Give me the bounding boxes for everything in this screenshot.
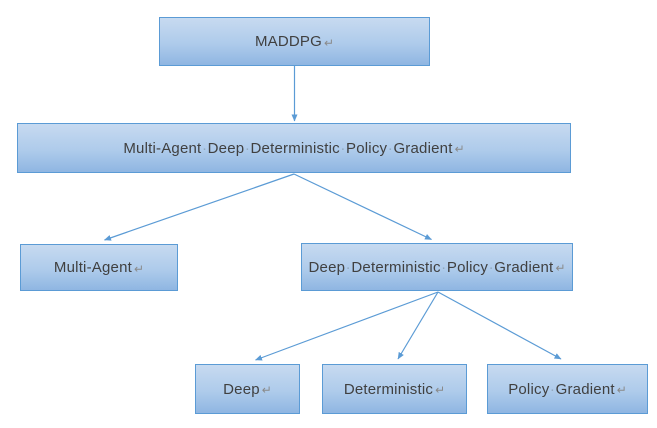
node-policy-gradient[interactable]: Policy·Gradient↵ — [487, 364, 648, 414]
space-formatting-mark: · — [244, 139, 251, 157]
paragraph-return-mark: ↵ — [435, 383, 446, 397]
paragraph-return-mark: ↵ — [134, 261, 145, 276]
space-formatting-mark: · — [345, 258, 351, 276]
space-formatting-mark: · — [488, 258, 494, 276]
node-deterministic[interactable]: Deterministic↵ — [322, 364, 467, 414]
space-formatting-mark: · — [387, 139, 393, 157]
node-deep[interactable]: Deep↵ — [195, 364, 300, 414]
arrow-fullname-to-ddpg — [293, 173, 432, 241]
paragraph-return-mark: ↵ — [261, 383, 272, 397]
node-label: Deterministic — [343, 380, 434, 398]
node-label: Deep·Deterministic·Policy·Gradient — [308, 258, 554, 276]
space-formatting-mark: · — [441, 258, 447, 276]
arrow-ddpg-to-policygradient — [437, 291, 562, 360]
node-label: Deep — [223, 380, 260, 398]
paragraph-return-mark: ↵ — [454, 142, 465, 156]
node-label: MADDPG — [254, 33, 322, 50]
space-formatting-mark: · — [340, 139, 346, 157]
paragraph-return-mark: ↵ — [616, 383, 627, 397]
node-label: Policy·Gradient — [508, 380, 615, 398]
node-ddpg[interactable]: Deep·Deterministic·Policy·Gradient↵ — [301, 243, 573, 291]
node-label: Multi-Agent·Deep·Deterministic·Policy·Gr… — [123, 139, 453, 157]
node-full-name[interactable]: Multi-Agent·Deep·Deterministic·Policy·Gr… — [17, 123, 571, 173]
paragraph-return-mark: ↵ — [323, 35, 335, 50]
space-formatting-mark: · — [201, 139, 208, 157]
arrow-ddpg-to-deep — [255, 291, 439, 361]
arrow-fullname-to-multiagent — [104, 173, 295, 241]
node-label: Multi-Agent — [53, 259, 132, 276]
space-formatting-mark: · — [549, 380, 556, 398]
paragraph-return-mark: ↵ — [555, 261, 566, 275]
arrow-ddpg-to-deterministic — [397, 291, 439, 360]
node-maddpg[interactable]: MADDPG↵ — [159, 17, 430, 66]
node-multi-agent[interactable]: Multi-Agent↵ — [20, 244, 178, 291]
